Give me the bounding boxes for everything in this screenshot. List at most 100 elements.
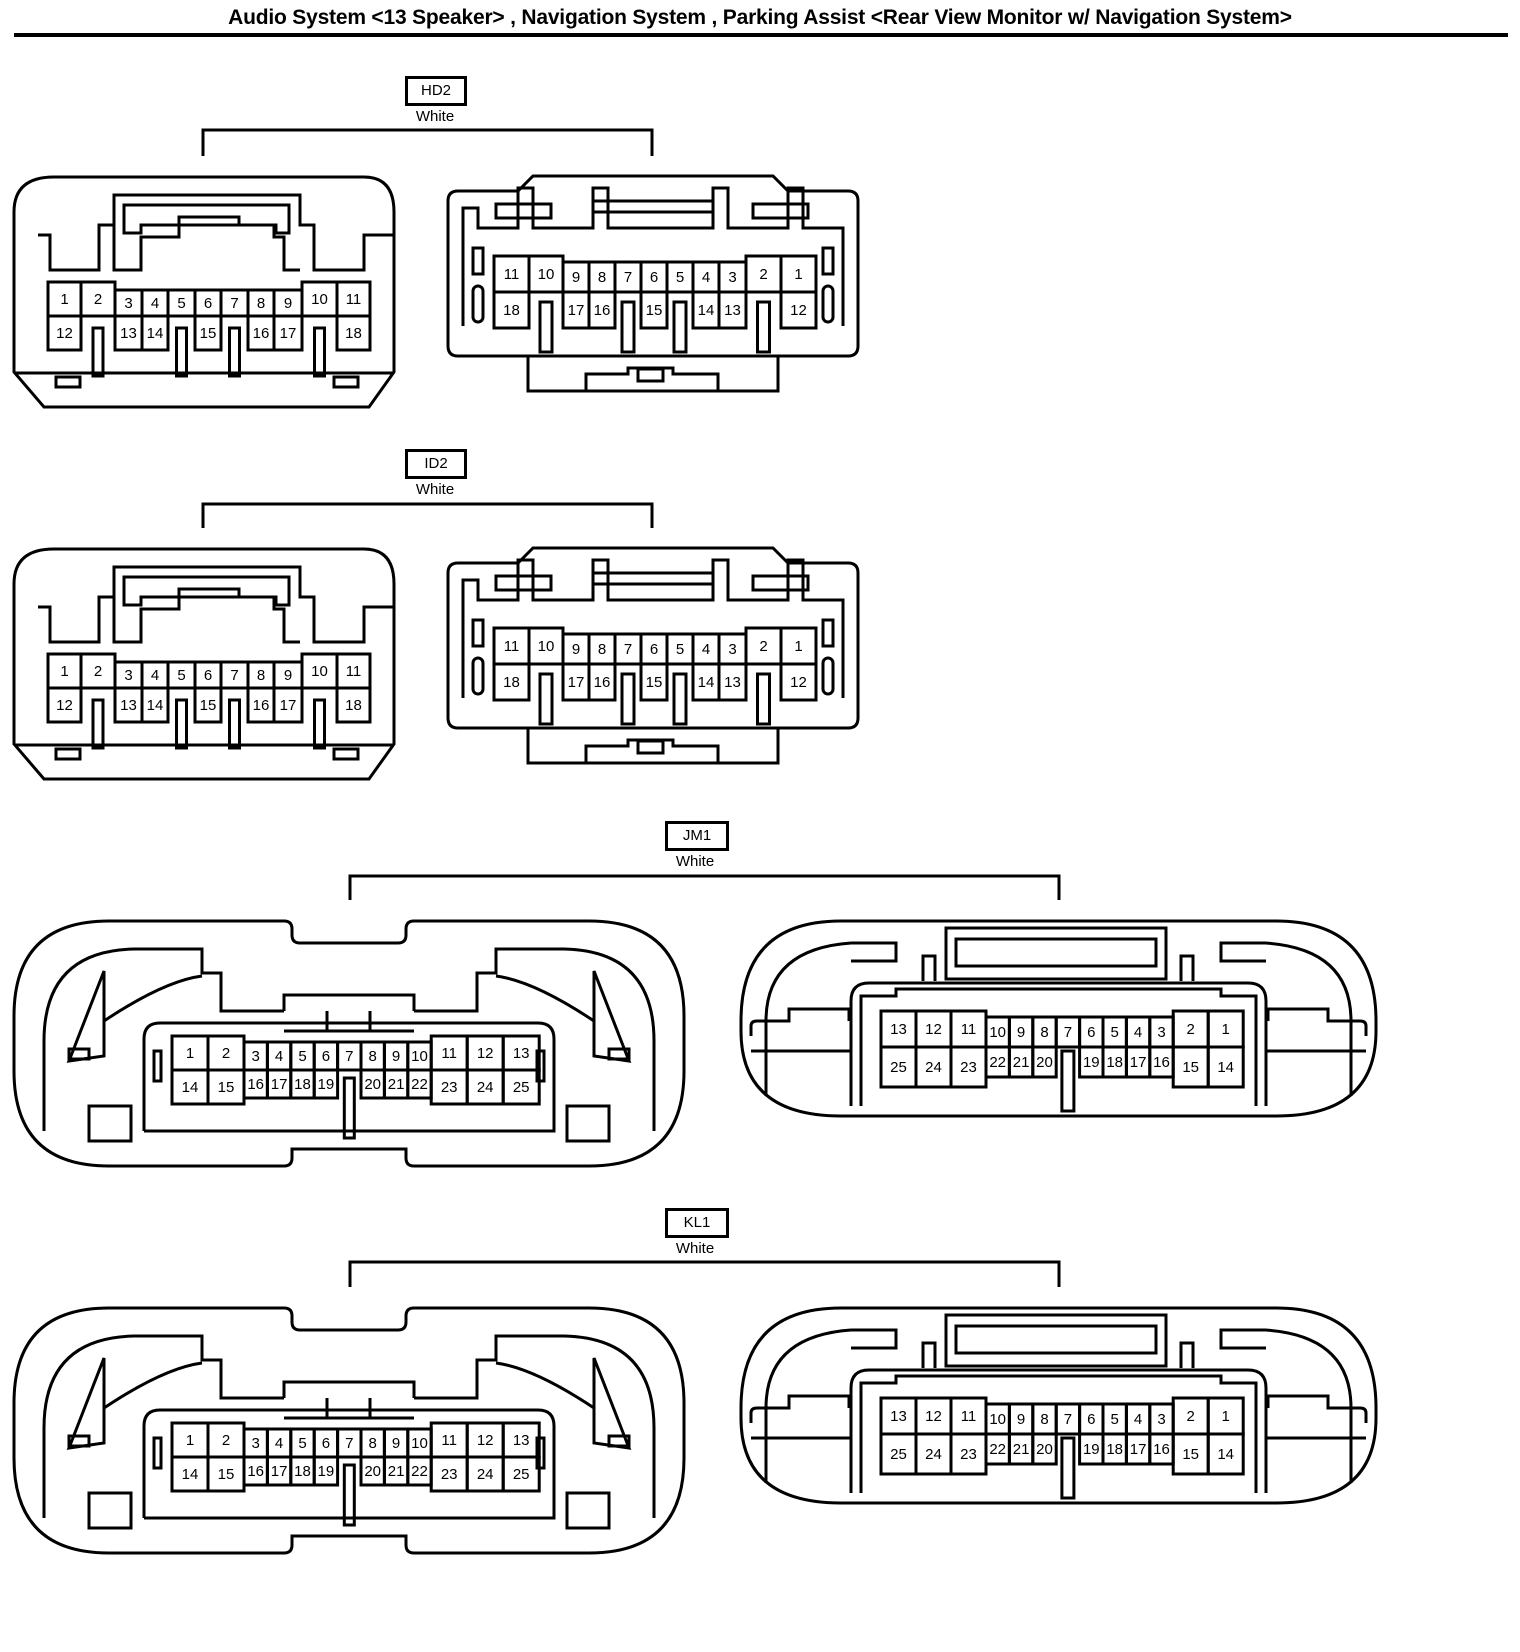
pin-number: 1 (60, 291, 68, 308)
latch-arm (495, 1361, 596, 1428)
inner-frame (461, 558, 845, 698)
pin-number: 4 (702, 641, 710, 658)
pin-number: 5 (1111, 1411, 1119, 1428)
pin-number: 10 (311, 663, 328, 680)
connector-shell (12, 175, 396, 409)
pin-number: 24 (477, 1466, 494, 1483)
pin-number: 14 (182, 1466, 199, 1483)
pin-number: 5 (676, 641, 684, 658)
pin-number: 4 (1134, 1024, 1142, 1041)
pin-number: 12 (477, 1432, 494, 1449)
pin-number: 2 (759, 266, 767, 283)
pin-number: 22 (411, 1076, 428, 1093)
pin-number: 4 (151, 667, 159, 684)
pin-number: 1 (794, 638, 802, 655)
pin-number: 3 (124, 295, 132, 312)
pin-number: 11 (441, 1432, 457, 1449)
pin-number: 22 (989, 1054, 1006, 1071)
pin-number: 5 (1111, 1024, 1119, 1041)
pin-number: 2 (1187, 1021, 1195, 1038)
pin-housing-inner (859, 1374, 1258, 1493)
pin-number: 21 (388, 1076, 405, 1093)
connector-shell (12, 547, 396, 781)
pin-number: 3 (124, 667, 132, 684)
pin-cavity (501, 1068, 541, 1106)
bottom-foot (87, 1104, 133, 1143)
pin-number: 15 (200, 325, 217, 342)
pin-number: 1 (186, 1432, 194, 1449)
pin-number: 14 (698, 302, 715, 319)
pin-number: 4 (275, 1435, 283, 1452)
pin-number: 12 (790, 302, 807, 319)
latch-tab (607, 1434, 631, 1448)
pin-number: 25 (513, 1466, 530, 1483)
pin-cavity (335, 314, 372, 352)
guide-slot (751, 202, 810, 220)
pin-number: 8 (1040, 1411, 1048, 1428)
title-divider (14, 33, 1508, 37)
pin-number: 3 (728, 269, 736, 286)
key-post (756, 300, 771, 354)
pin-number: 18 (503, 302, 520, 319)
pin-number: 14 (182, 1079, 199, 1096)
pin-number: 16 (247, 1463, 264, 1480)
key-post (538, 672, 554, 726)
pin-number: 14 (1217, 1059, 1234, 1076)
pin-number: 3 (1157, 1411, 1165, 1428)
pin-number: 21 (1013, 1054, 1030, 1071)
pin-cavity (717, 662, 748, 702)
pin-housing-inner (859, 987, 1258, 1106)
pin-number: 20 (1036, 1054, 1053, 1071)
connector-shell (12, 919, 686, 1168)
side-key (471, 618, 485, 648)
pin-cavity (492, 290, 531, 330)
pin-number: 13 (890, 1021, 907, 1038)
key-post (672, 300, 688, 354)
pin-cavity (46, 686, 83, 724)
key-post (175, 326, 188, 378)
pin-cavity (140, 314, 170, 352)
pin-number: 11 (346, 291, 362, 308)
key-post (342, 1463, 356, 1527)
bottom-foot (87, 1491, 133, 1530)
pin-number: 14 (1217, 1446, 1234, 1463)
pin-cavity (492, 662, 531, 702)
pin-number: 12 (56, 325, 73, 342)
pin-number: 21 (1013, 1441, 1030, 1458)
inner-frame (461, 186, 845, 326)
inner-arc (764, 941, 1353, 1096)
pin-number: 7 (345, 1435, 353, 1452)
pin-number: 9 (572, 641, 580, 658)
center-ribs (284, 1398, 414, 1420)
lower-latch-tab (636, 739, 665, 755)
latch-housing (38, 193, 394, 272)
key-slot (332, 375, 360, 389)
pin-cavity (140, 686, 170, 724)
pin-number: 5 (298, 1048, 306, 1065)
pin-number: 11 (504, 266, 520, 283)
latch-tab (607, 1047, 631, 1061)
lower-skirt (526, 728, 780, 765)
pin-cavity (193, 314, 223, 352)
connector-label-kl1: KL1 (665, 1208, 729, 1238)
pin-cavity (335, 686, 372, 724)
pin-number: 13 (890, 1408, 907, 1425)
pin-number: 9 (1017, 1024, 1025, 1041)
connector-shell (446, 174, 860, 358)
bracket-kl1 (348, 1260, 1061, 1287)
bracket-id2 (201, 502, 654, 528)
key-post (228, 326, 241, 378)
key-post (313, 698, 326, 750)
pin-number: 17 (568, 302, 585, 319)
pin-number: 4 (1134, 1411, 1142, 1428)
pin-number: 1 (1222, 1021, 1230, 1038)
pin-cavity (1206, 1045, 1245, 1089)
pin-number: 15 (1182, 1446, 1199, 1463)
pin-number: 25 (890, 1446, 907, 1463)
pin-number: 23 (441, 1466, 458, 1483)
pin-cavity (587, 290, 617, 330)
